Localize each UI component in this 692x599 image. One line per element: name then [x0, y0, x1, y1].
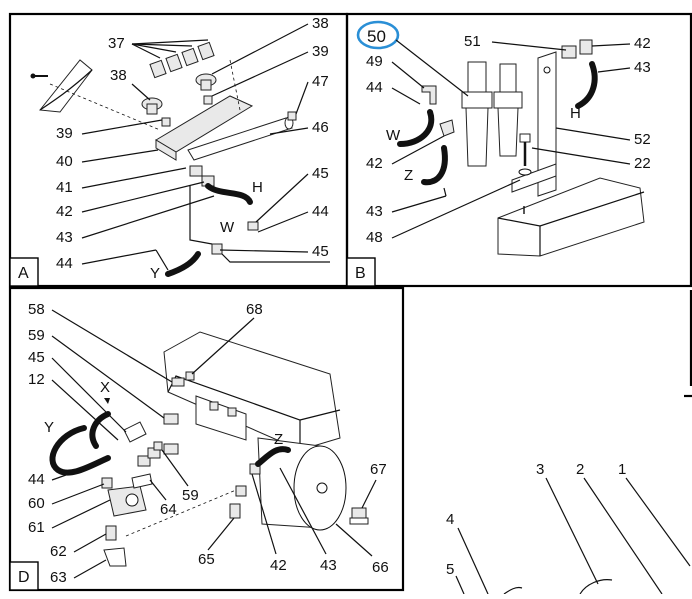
panel-d-label: D — [18, 569, 30, 586]
panel-a-drawing — [30, 41, 330, 277]
callout-e-2: 2 — [576, 461, 584, 478]
letter-b-h: H — [570, 105, 581, 122]
letter-d-z: Z — [274, 431, 283, 448]
callout-a-40: 40 — [56, 153, 73, 170]
callout-a-39: 39 — [312, 43, 329, 60]
callout-a-41: 41 — [56, 179, 73, 196]
callout-a-38: 38 — [312, 15, 329, 32]
callout-b-43: 43 — [634, 59, 651, 76]
panel-b-frame — [345, 12, 692, 288]
letter-a-y: Y — [150, 265, 160, 282]
panel-d-leaders — [51, 309, 377, 579]
callout-a-46: 46 — [312, 119, 329, 136]
panel-b-label: B — [355, 265, 366, 282]
callout-e-5: 5 — [446, 561, 454, 578]
callout-b-42: 42 — [634, 35, 651, 52]
panel-d-badge — [9, 561, 39, 591]
callout-d-65: 65 — [198, 551, 215, 568]
callout-a-47: 47 — [312, 73, 329, 90]
panel-a-leaders — [81, 23, 309, 271]
callout-e-1: 1 — [618, 461, 626, 478]
callout-d-12: 12 — [28, 371, 45, 388]
callout-a-45b: 45 — [312, 243, 329, 260]
panel-d-frame — [8, 286, 405, 592]
callout-a-44: 44 — [56, 255, 73, 272]
callout-d-42: 42 — [270, 557, 287, 574]
callout-a-38b: 38 — [110, 67, 127, 84]
callout-d-44: 44 — [28, 471, 45, 488]
callout-b-49: 49 — [366, 53, 383, 70]
callout-b-43b: 43 — [366, 203, 383, 220]
letter-d-x: X — [100, 379, 110, 396]
callout-d-59: 59 — [28, 327, 45, 344]
panel-e-drawing — [455, 477, 691, 595]
callout-b-22: 22 — [634, 155, 651, 172]
callout-d-68: 68 — [246, 301, 263, 318]
callout-d-66: 66 — [372, 559, 389, 576]
callout-b-52: 52 — [634, 131, 651, 148]
panel-a-badge — [9, 257, 39, 287]
panel-b-badge — [346, 257, 376, 287]
callout-e-4: 4 — [446, 511, 454, 528]
callout-d-43: 43 — [320, 557, 337, 574]
callout-d-60: 60 — [28, 495, 45, 512]
callout-d-62: 62 — [50, 543, 67, 560]
panel-b-drawing — [397, 39, 645, 257]
callout-e-3: 3 — [536, 461, 544, 478]
letter-a-w: W — [220, 219, 235, 236]
letter-b-w: W — [386, 127, 401, 144]
panel-b-leaders — [391, 39, 631, 239]
callout-a-37: 37 — [108, 35, 125, 52]
callout-d-58: 58 — [28, 301, 45, 318]
callout-a-39b: 39 — [56, 125, 73, 142]
callout-a-42: 42 — [56, 203, 73, 220]
callout-b-44: 44 — [366, 79, 383, 96]
letter-a-h: H — [252, 179, 263, 196]
callout-d-59b: 59 — [182, 487, 199, 504]
callout-d-61: 61 — [28, 519, 45, 536]
callout-b-42b: 42 — [366, 155, 383, 172]
callout-b-50: 50 — [367, 27, 386, 46]
callout-d-64: 64 — [160, 501, 177, 518]
callout-a-43: 43 — [56, 229, 73, 246]
callout-a-45: 45 — [312, 165, 329, 182]
callout-d-67: 67 — [370, 461, 387, 478]
callout-d-63: 63 — [50, 569, 67, 586]
letter-b-z: Z — [404, 167, 413, 184]
callout-b-48: 48 — [366, 229, 383, 246]
panel-a-label: A — [18, 265, 29, 282]
callout-a-44b: 44 — [312, 203, 329, 220]
highlight-circle — [356, 20, 400, 50]
callout-b-51: 51 — [464, 33, 481, 50]
letter-d-y: Y — [44, 419, 54, 436]
panel-d-drawing — [49, 331, 369, 567]
callout-d-45: 45 — [28, 349, 45, 366]
